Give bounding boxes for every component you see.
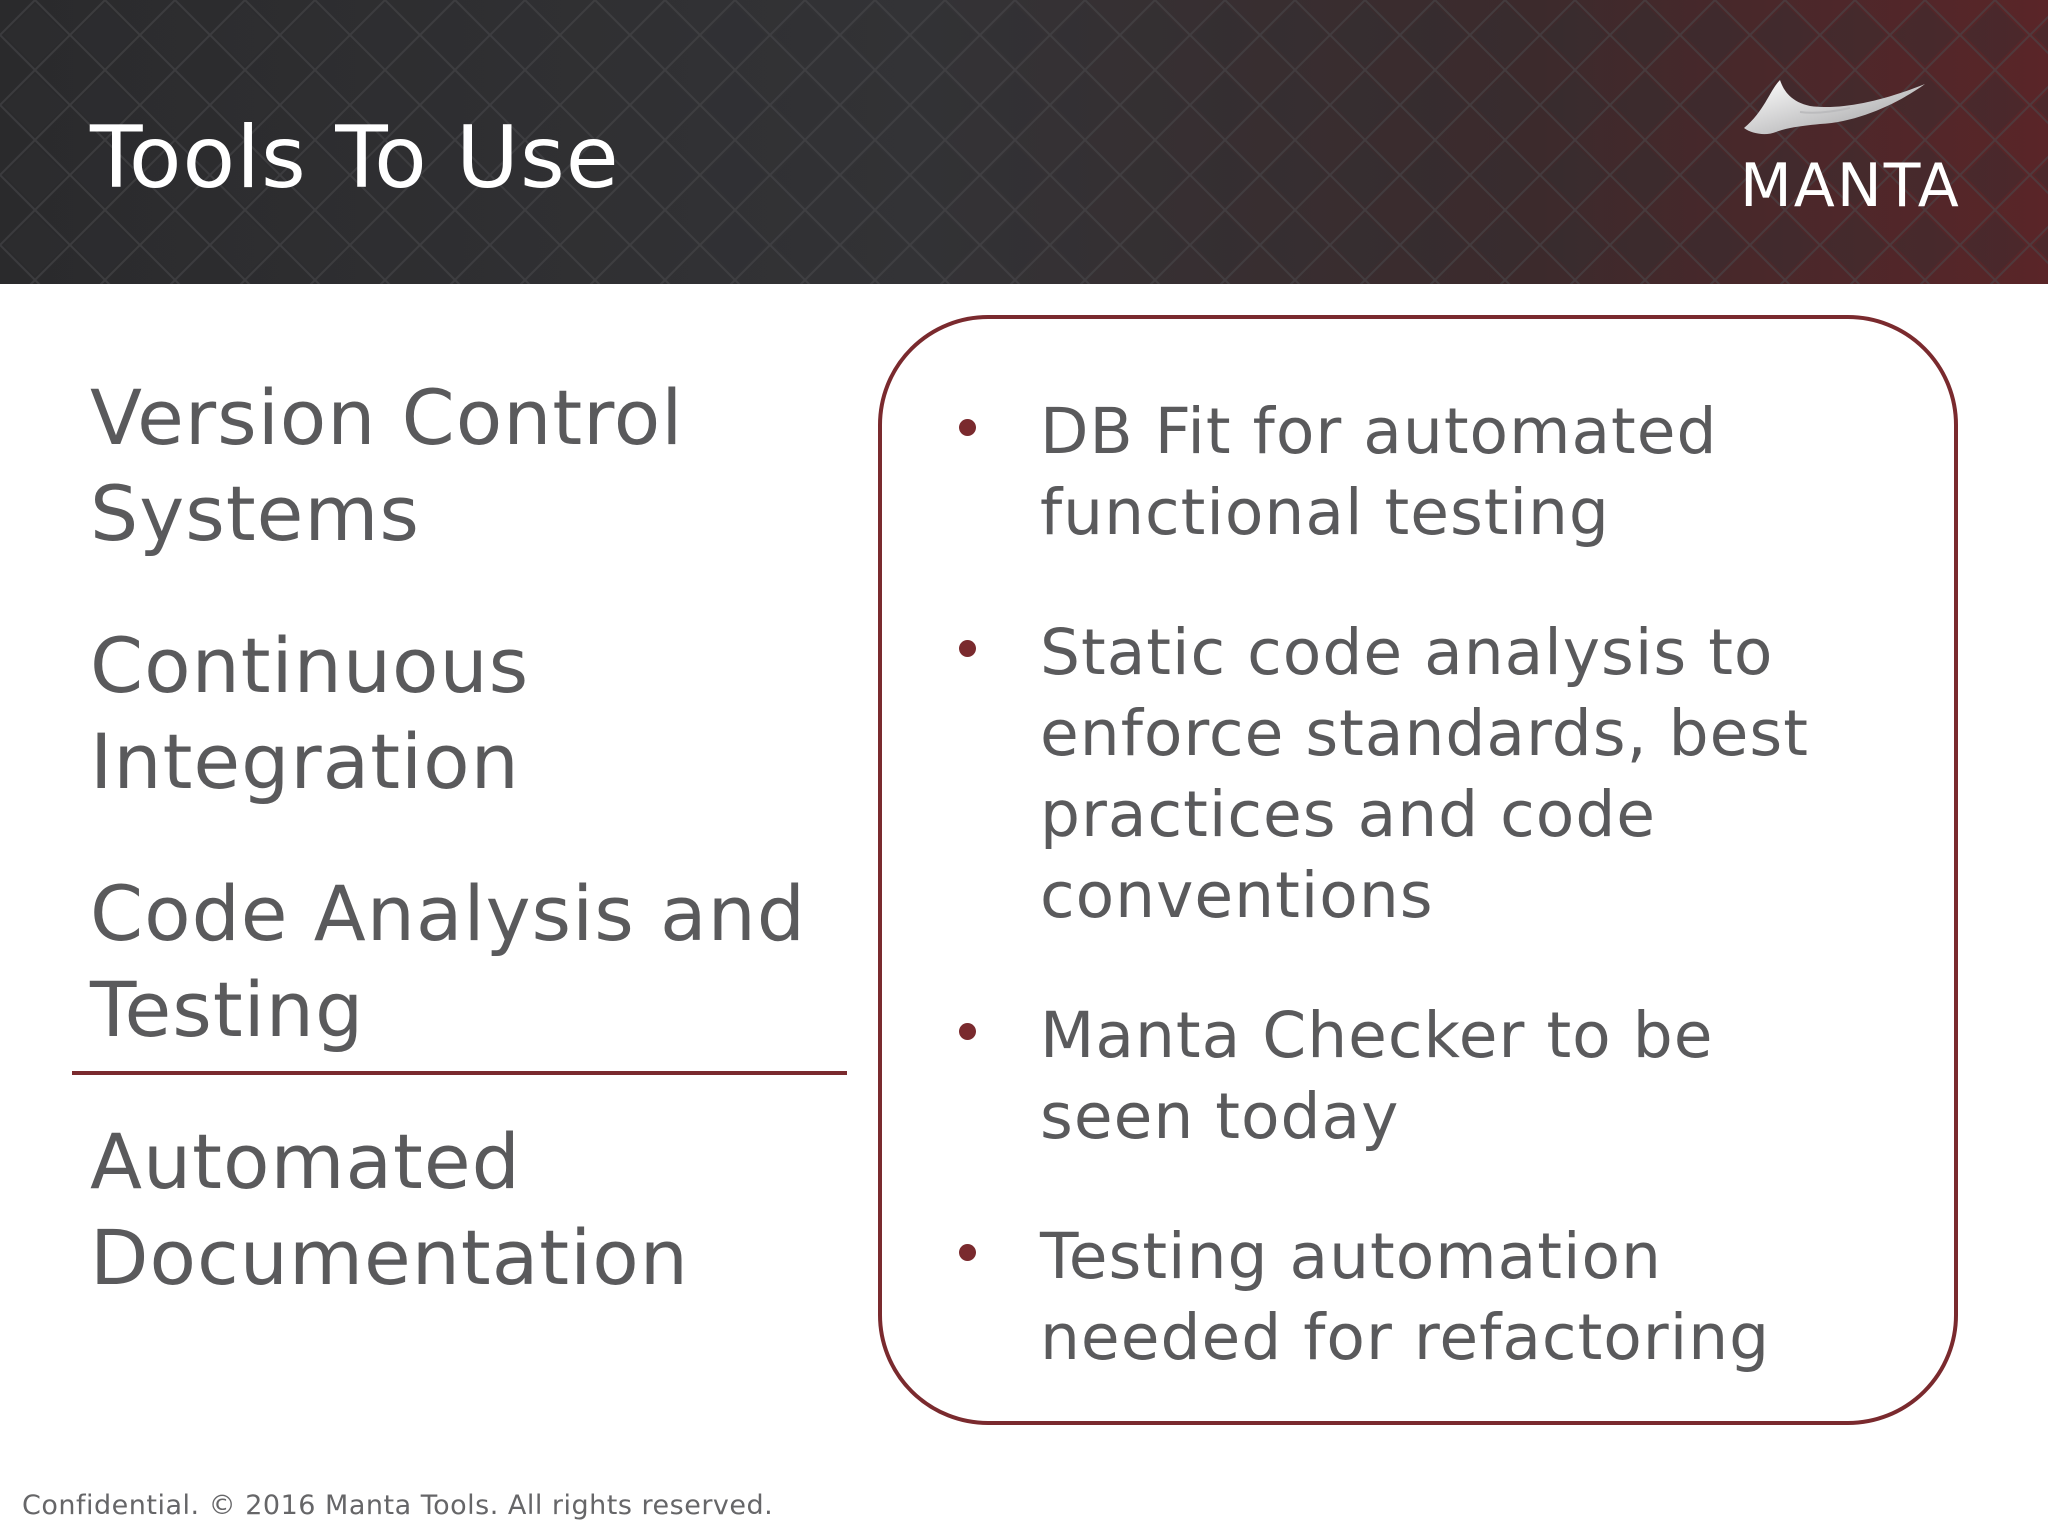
footer-copyright: Confidential. © 2016 Manta Tools. All ri… (22, 1490, 774, 1521)
logo-text: MANTA (1740, 151, 1961, 221)
bullet-icon (959, 640, 976, 657)
topic-code-analysis: Code Analysis and Testing (90, 869, 806, 1054)
manta-logo: MANTA (1740, 72, 1980, 222)
page-title: Tools To Use (90, 108, 620, 208)
bullet-text: Manta Checker to be seen today (1040, 999, 1714, 1153)
header-pattern (0, 0, 2048, 284)
topic-version-control: Version Control Systems (90, 373, 684, 558)
bullet-text: Testing automation needed for refactorin… (1040, 1220, 1771, 1374)
manta-ray-icon (1744, 80, 1925, 135)
bullet-icon (959, 1023, 976, 1040)
topic-automated-documentation: Automated Documentation (90, 1117, 689, 1302)
header-bar: Tools To Use MANTA (0, 0, 2048, 284)
bullet-icon (959, 1244, 976, 1261)
detail-panel: DB Fit for automated functional testing … (878, 315, 1958, 1425)
bullet-icon (959, 419, 976, 436)
topic-continuous-integration: Continuous Integration (90, 621, 530, 806)
bullet-text: DB Fit for automated functional testing (1040, 395, 1718, 549)
bullet-text: Static code analysis to enforce standard… (1040, 616, 1809, 932)
active-topic-underline (72, 1071, 847, 1075)
